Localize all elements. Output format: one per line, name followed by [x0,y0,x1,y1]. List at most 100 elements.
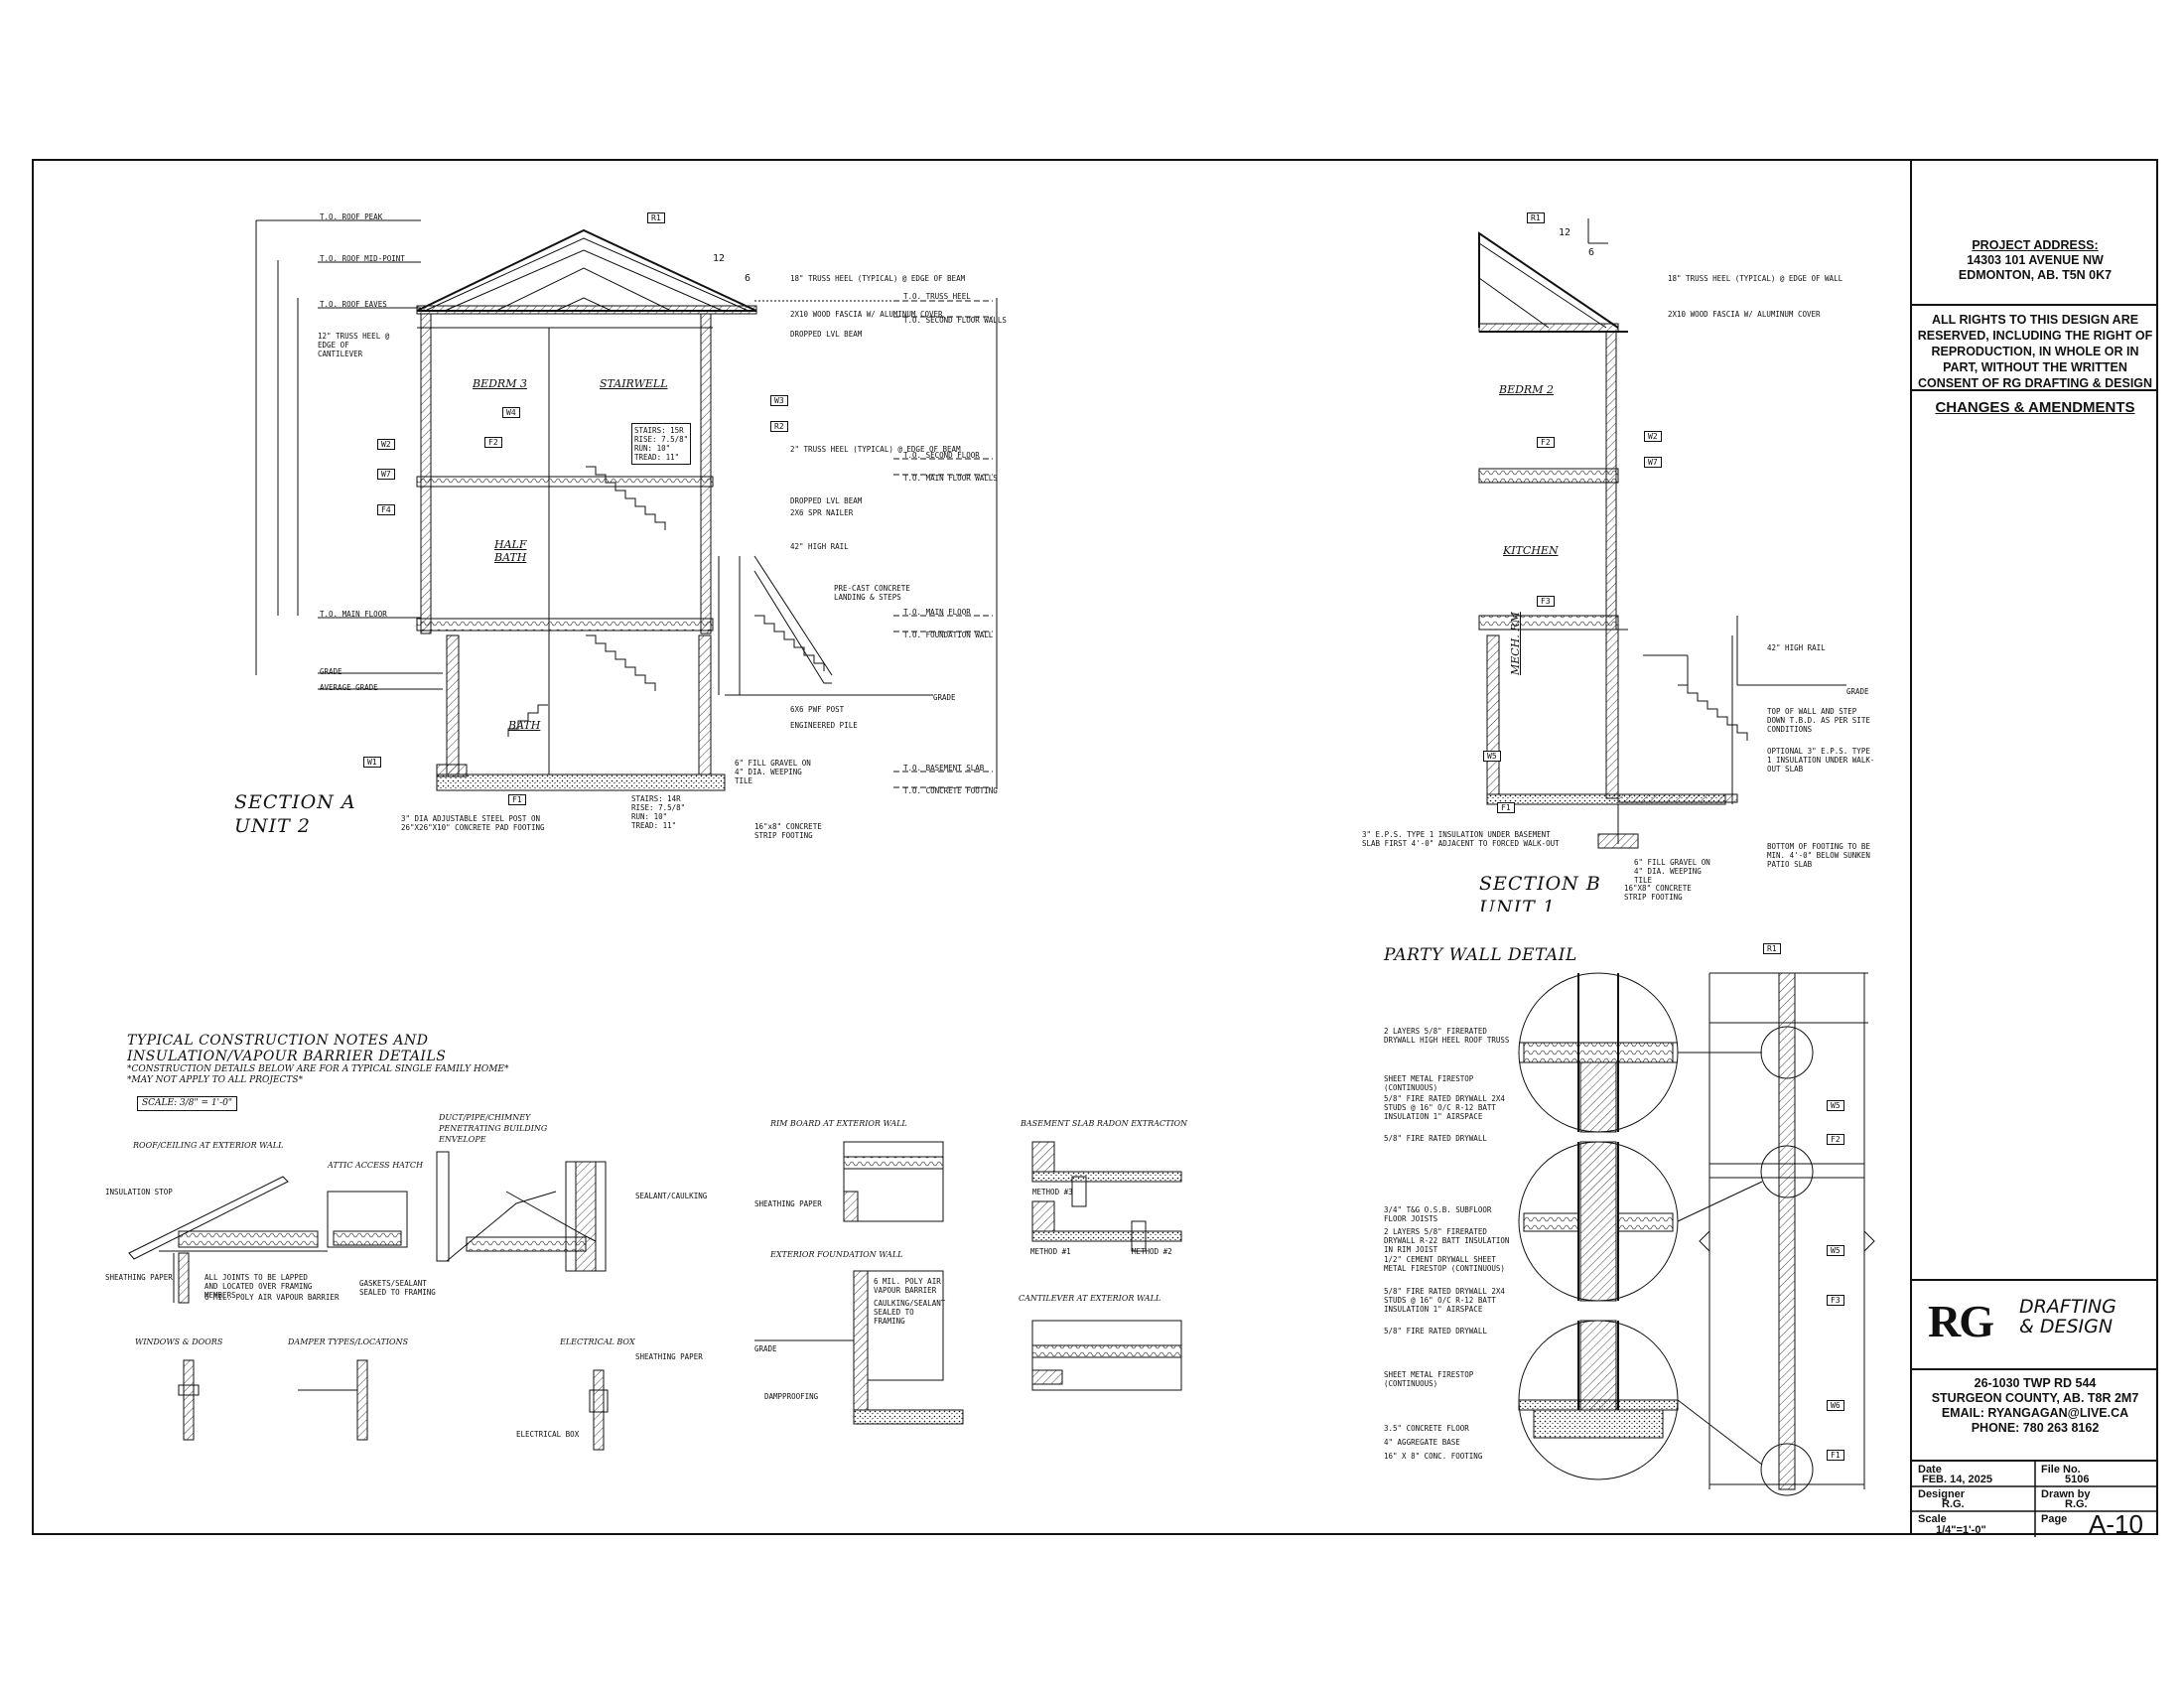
level-grade: GRADE [320,667,342,676]
typical-title: TYPICAL CONSTRUCTION NOTES AND INSULATIO… [127,1033,446,1064]
stair-1-spec: STAIRS: 15R RISE: 7.5/8" RUN: 10" TREAD:… [631,423,692,465]
tag-p-w5b: W5 [1827,1245,1844,1256]
note-b-optional-eps: OPTIONAL 3" E.P.S. TYPE 1 INSULATION UND… [1767,747,1875,774]
note-truss-heel-a: 18" TRUSS HEEL (TYPICAL) @ EDGE OF BEAM [790,274,966,283]
pw-note-13: 16" X 8" CONC. FOOTING [1384,1452,1483,1461]
note-nailer: 2X6 SPR NAILER [790,508,854,517]
note-steel-post: 3" DIA ADJUSTABLE STEEL POST ON 26"X26"X… [401,814,545,832]
pw-note-7: 1/2" CEMENT DRYWALL SHEET METAL FIRESTOP… [1384,1255,1505,1273]
tag-b-w2: W2 [1644,431,1662,442]
tag-f4: F4 [377,504,395,515]
stair-1-line-1: STAIRS: 15R [634,426,684,435]
typical-sub-2: *MAY NOT APPLY TO ALL PROJECTS* [127,1075,304,1085]
note-b-truss: 18" TRUSS HEEL (TYPICAL) @ EDGE OF WALL [1668,274,1843,283]
level-roof-mid: T.O. ROOF MID-POINT [320,254,405,263]
changes-heading: CHANGES & AMENDMENTS [1912,389,2158,419]
pw-note-11: 3.5" CONCRETE FLOOR [1384,1424,1469,1433]
tag-p-r1: R1 [1763,943,1781,954]
designer-cell: Designer R.G. [1912,1486,2035,1511]
drawn-label: Drawn by [2041,1488,2091,1500]
right-level-2nd-walls: T.O. SECOND FLOOR WALLS [903,316,1007,325]
typical-scale: SCALE: 3/8" = 1'-0" [137,1096,237,1111]
pw-note-3: 5/8" FIRE RATED DRYWALL 2X4 STUDS @ 16" … [1384,1094,1505,1121]
stair-1-line-2: RISE: 7.5/8" [634,435,689,444]
pw-note-6: 2 LAYERS 5/8" FIRERATED DRYWALL R-22 BAT… [1384,1227,1510,1254]
right-level-2nd-floor: T.O. SECOND FLOOR [903,451,980,460]
td-note-7: SHEATHING PAPER [754,1199,822,1208]
rights-line-1: ALL RIGHTS TO THIS DESIGN ARE [1931,313,2139,327]
file-value: 5106 [2065,1474,2090,1485]
td-note-1: INSULATION STOP [105,1188,173,1196]
logo-text-1: DRAFTING [2019,1296,2116,1318]
typical-details-drawing [128,1141,1182,1451]
right-level-basement-slab: T.O. BASEMENT SLAB [903,764,985,773]
tag-p-w5a: W5 [1827,1100,1844,1111]
note-cantilever-heel: 12" TRUSS HEEL @ EDGE OF CANTILEVER [318,332,390,358]
tag-b-f3: F3 [1537,596,1555,607]
page-value: A-10 [2089,1509,2143,1539]
tag-r1: R1 [647,212,665,223]
firm-contact: 26-1030 TWP RD 544 STURGEON COUNTY, AB. … [1912,1368,2158,1436]
section-a-drawing [255,219,998,791]
typical-sub: *CONSTRUCTION DETAILS BELOW ARE FOR A TY… [127,1064,508,1086]
tag-f1: F1 [508,794,526,805]
pw-note-5: 3/4" T&G O.S.B. SUBFLOOR FLOOR JOISTS [1384,1205,1492,1223]
td-note-4: 6 MIL. POLY AIR VAPOUR BARRIER [205,1293,340,1302]
td-note-11: METHOD #2 [1132,1247,1172,1256]
td-note-14: DAMPPROOFING [764,1392,819,1401]
typical-title-2: INSULATION/VAPOUR BARRIER DETAILS [127,1049,447,1064]
sheet-border [32,159,2158,1535]
detail-title-radon: BASEMENT SLAB RADON EXTRACTION [1021,1119,1188,1128]
tag-w2-upper: W2 [377,439,395,450]
note-b-strip-footing: 16"X8" CONCRETE STRIP FOOTING [1624,884,1692,902]
td-note-5: GASKETS/SEALANT SEALED TO FRAMING [359,1279,436,1297]
stair-2-line-1: STAIRS: 14R [631,794,681,803]
date-label: Date [1918,1464,1942,1476]
pw-note-9: 5/8" FIRE RATED DRYWALL [1384,1327,1487,1336]
td-note-2: SHEATHING PAPER [105,1273,173,1282]
note-engineered-pile: ENGINEERED PILE [790,721,858,730]
td-note-3: ALL JOINTS TO BE LAPPED AND LOCATED OVER… [205,1273,313,1300]
right-level-grade: GRADE [933,693,956,702]
detail-title-rim-board: RIM BOARD AT EXTERIOR WALL [770,1119,907,1128]
project-address-heading: PROJECT ADDRESS: [1972,238,2099,252]
note-b-rail: 42" HIGH RAIL [1767,643,1826,652]
right-level-main-floor: T.O. MAIN FLOOR [903,608,971,617]
room-bedrm-3: BEDRM 3 [473,377,527,390]
section-a-title-1: SECTION A [234,791,356,813]
slope-run-b: 12 [1559,227,1571,238]
stair-2-line-2: RISE: 7.5/8" [631,803,686,812]
td-note-6: SEALANT/CAULKING [635,1192,708,1200]
note-b-fascia: 2X10 WOOD FASCIA W/ ALUMINUM COVER [1668,310,1821,319]
tag-r2: R2 [770,421,788,432]
page-label: Page [2041,1513,2068,1525]
detail-title-chimney: DUCT/PIPE/CHIMNEY PENETRATING BUILDING E… [439,1113,548,1144]
note-precast: PRE-CAST CONCRETE LANDING & STEPS [834,584,910,602]
date-cell: Date FEB. 14, 2025 [1912,1462,2035,1486]
drawn-cell: Drawn by R.G. [2035,1486,2158,1511]
note-strip-footing-a: 16"x8" CONCRETE STRIP FOOTING [754,822,822,840]
rights-line-5: CONSENT OF RG DRAFTING & DESIGN [1917,376,2153,390]
project-address-line-2: EDMONTON, AB. T5N 0K7 [1958,268,2113,282]
note-b-bottom-footing: BOTTOM OF FOOTING TO BE MIN. 4'-0" BELOW… [1767,842,1870,869]
slope-rise-a: 6 [745,273,751,284]
detail-title-attic: ATTIC ACCESS HATCH [328,1161,423,1170]
typical-title-1: TYPICAL CONSTRUCTION NOTES AND [127,1033,429,1049]
right-level-footing: T.O. CONCRETE FOOTING [903,786,998,795]
tag-b-w5: W5 [1483,751,1501,762]
tag-p-f1: F1 [1827,1450,1844,1461]
note-pwf-post: 6X6 PWF POST [790,705,845,714]
rights-notice: ALL RIGHTS TO THIS DESIGN ARE RESERVED, … [1912,304,2158,391]
tag-b-r1: R1 [1527,212,1545,223]
tag-p-w6: W6 [1827,1400,1844,1411]
note-high-rail: 42" HIGH RAIL [790,542,849,551]
designer-label: Designer [1918,1488,1966,1500]
room-mech-rm: MECH. RM [1509,612,1522,675]
detail-title-electrical: ELECTRICAL BOX [560,1337,635,1346]
detail-title-roof-ceiling: ROOF/CEILING AT EXTERIOR WALL [133,1141,284,1150]
detail-title-foundation: EXTERIOR FOUNDATION WALL [770,1250,903,1259]
party-wall-title: PARTY WALL DETAIL [1384,945,1577,965]
pw-note-4: 5/8" FIRE RATED DRYWALL [1384,1134,1487,1143]
stair-2-line-4: TREAD: 11" [631,821,677,830]
tag-w1: W1 [363,757,381,768]
